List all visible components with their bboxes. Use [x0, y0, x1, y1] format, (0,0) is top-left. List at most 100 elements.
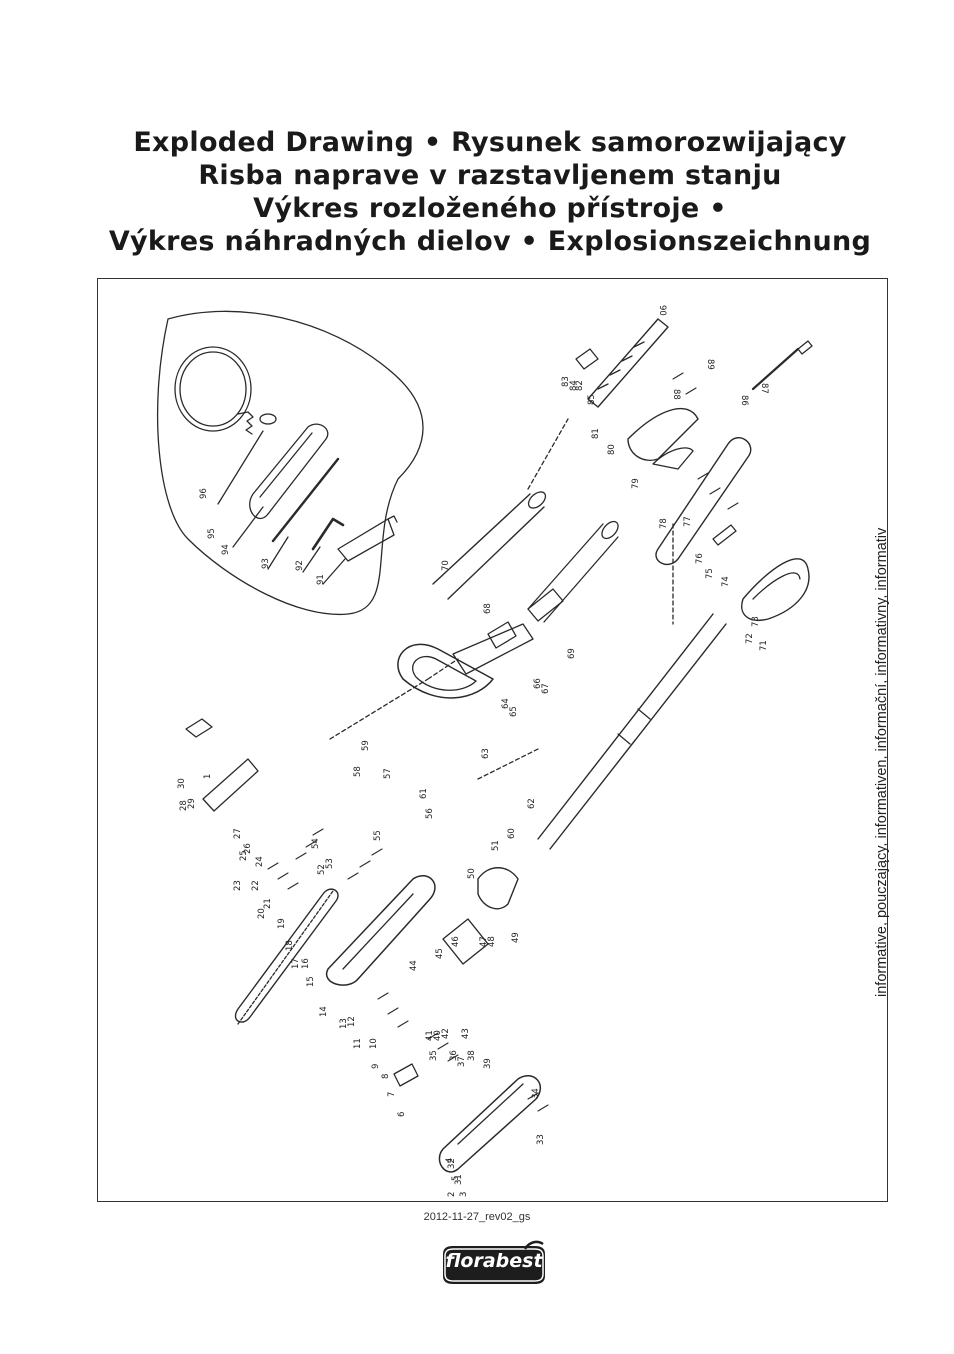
part-label: 44 — [409, 960, 419, 971]
part-label: 86 — [739, 395, 749, 406]
part-label: 53 — [325, 858, 335, 869]
part-label: 26 — [243, 843, 253, 854]
telescopic-tube — [537, 613, 727, 850]
part-label: 56 — [425, 808, 435, 819]
part-label: 96 — [199, 488, 209, 499]
part-label: 67 — [541, 683, 551, 694]
part-label: 27 — [233, 828, 243, 839]
part-label: 88 — [671, 389, 681, 400]
part-label: 89 — [705, 359, 715, 370]
part-label: 78 — [659, 518, 669, 529]
part-label: 31 — [454, 1174, 464, 1185]
oil-cap — [393, 1063, 419, 1087]
part-label: 54 — [311, 838, 321, 849]
part-label: 47 — [479, 936, 489, 947]
part-label: 69 — [567, 648, 577, 659]
bag-oil-bottle — [337, 518, 395, 562]
part-label: 38 — [467, 1050, 477, 1061]
part-label: 36 — [449, 1050, 459, 1061]
bag-chain — [271, 457, 340, 543]
part-label: 5 — [451, 1176, 461, 1181]
part-label: 23 — [233, 880, 243, 891]
part-label: 92 — [295, 560, 305, 571]
rear-handle-cap — [575, 348, 599, 370]
part-label: 74 — [721, 576, 731, 587]
part-label: 87 — [759, 383, 769, 394]
part-label: 34 — [531, 1088, 541, 1099]
part-label: 65 — [509, 706, 519, 717]
part-label: 57 — [383, 768, 393, 779]
part-label: 83 — [561, 376, 571, 387]
part-label: 43 — [461, 1028, 471, 1039]
bar-nut — [185, 718, 213, 738]
part-label: 42 — [441, 1028, 451, 1039]
part-label: 7 — [387, 1092, 397, 1097]
part-label: 52 — [317, 864, 327, 875]
part-label: 80 — [607, 444, 617, 455]
part-label: 75 — [705, 568, 715, 579]
side-note-informative: informative, pouczający, informativen, i… — [874, 527, 890, 997]
part-label: 25 — [239, 850, 249, 861]
part-label: 19 — [277, 918, 287, 929]
title-line-3: Výkres rozloženého přístroje • — [253, 193, 727, 224]
motor-housing — [325, 875, 436, 986]
part-label: 81 — [591, 428, 601, 439]
part-label: 24 — [255, 856, 265, 867]
bag-hex-key — [311, 517, 345, 551]
title-line-1: Exploded Drawing • Rysunek samorozwijają… — [133, 127, 847, 158]
d-handle — [397, 643, 494, 699]
screw-set — [267, 372, 739, 1112]
part-label: 33 — [536, 1134, 546, 1145]
part-label: 46 — [451, 936, 461, 947]
part-label: 18 — [285, 940, 295, 951]
switch-housing — [627, 408, 699, 461]
part-label: 62 — [527, 798, 537, 809]
part-label: 77 — [683, 516, 693, 527]
part-label: 17 — [291, 958, 301, 969]
part-label: 12 — [347, 1016, 357, 1027]
part-label: 11 — [353, 1038, 363, 1049]
handle-grip — [452, 623, 534, 675]
part-label: 58 — [353, 766, 363, 777]
part-label: 45 — [435, 948, 445, 959]
part-label: 10 — [369, 1038, 379, 1049]
part-label: 85 — [587, 394, 597, 405]
part-label: 37 — [457, 1056, 467, 1067]
bar-plate — [202, 758, 259, 812]
rear-handle-bar — [587, 318, 669, 408]
motor — [442, 918, 489, 965]
part-label: 1 — [203, 774, 213, 779]
part-label: 84 — [569, 380, 579, 391]
part-label: 51 — [491, 840, 501, 851]
part-label: 50 — [467, 868, 477, 879]
part-label: 15 — [306, 976, 316, 987]
diagram-frame: 96 95 94 93 92 91 70 69 68 67 66 65 64 6… — [97, 278, 888, 1202]
part-label: 93 — [261, 558, 271, 569]
part-label: 71 — [759, 640, 769, 651]
part-label: 72 — [745, 633, 755, 644]
part-label: 3 — [459, 1192, 469, 1197]
part-label: 28 — [179, 800, 189, 811]
part-label: 9 — [371, 1064, 381, 1069]
part-label: 2 — [447, 1192, 457, 1197]
clamp-sleeve — [487, 621, 517, 649]
part-label: 82 — [575, 380, 585, 391]
part-label: 91 — [316, 574, 326, 585]
part-label: 35 — [429, 1050, 439, 1061]
florabest-logo: florabest — [437, 1240, 551, 1288]
part-label: 59 — [361, 740, 371, 751]
clamp-nut — [527, 588, 564, 622]
part-label: 14 — [319, 1006, 329, 1017]
part-label: 60 — [507, 828, 517, 839]
handle-shell — [741, 558, 810, 621]
part-label: 94 — [221, 544, 231, 555]
part-label: 68 — [483, 603, 493, 614]
assembly-leader — [329, 658, 539, 780]
pole-tube-upper — [432, 493, 545, 600]
guide-bar — [234, 888, 339, 1023]
cable-loop — [174, 346, 252, 432]
title-line-4: Výkres náhradných dielov • Explosionszei… — [108, 226, 872, 257]
part-label: 4 — [445, 1158, 455, 1163]
part-label: 21 — [263, 898, 273, 909]
part-label: 30 — [177, 778, 187, 789]
